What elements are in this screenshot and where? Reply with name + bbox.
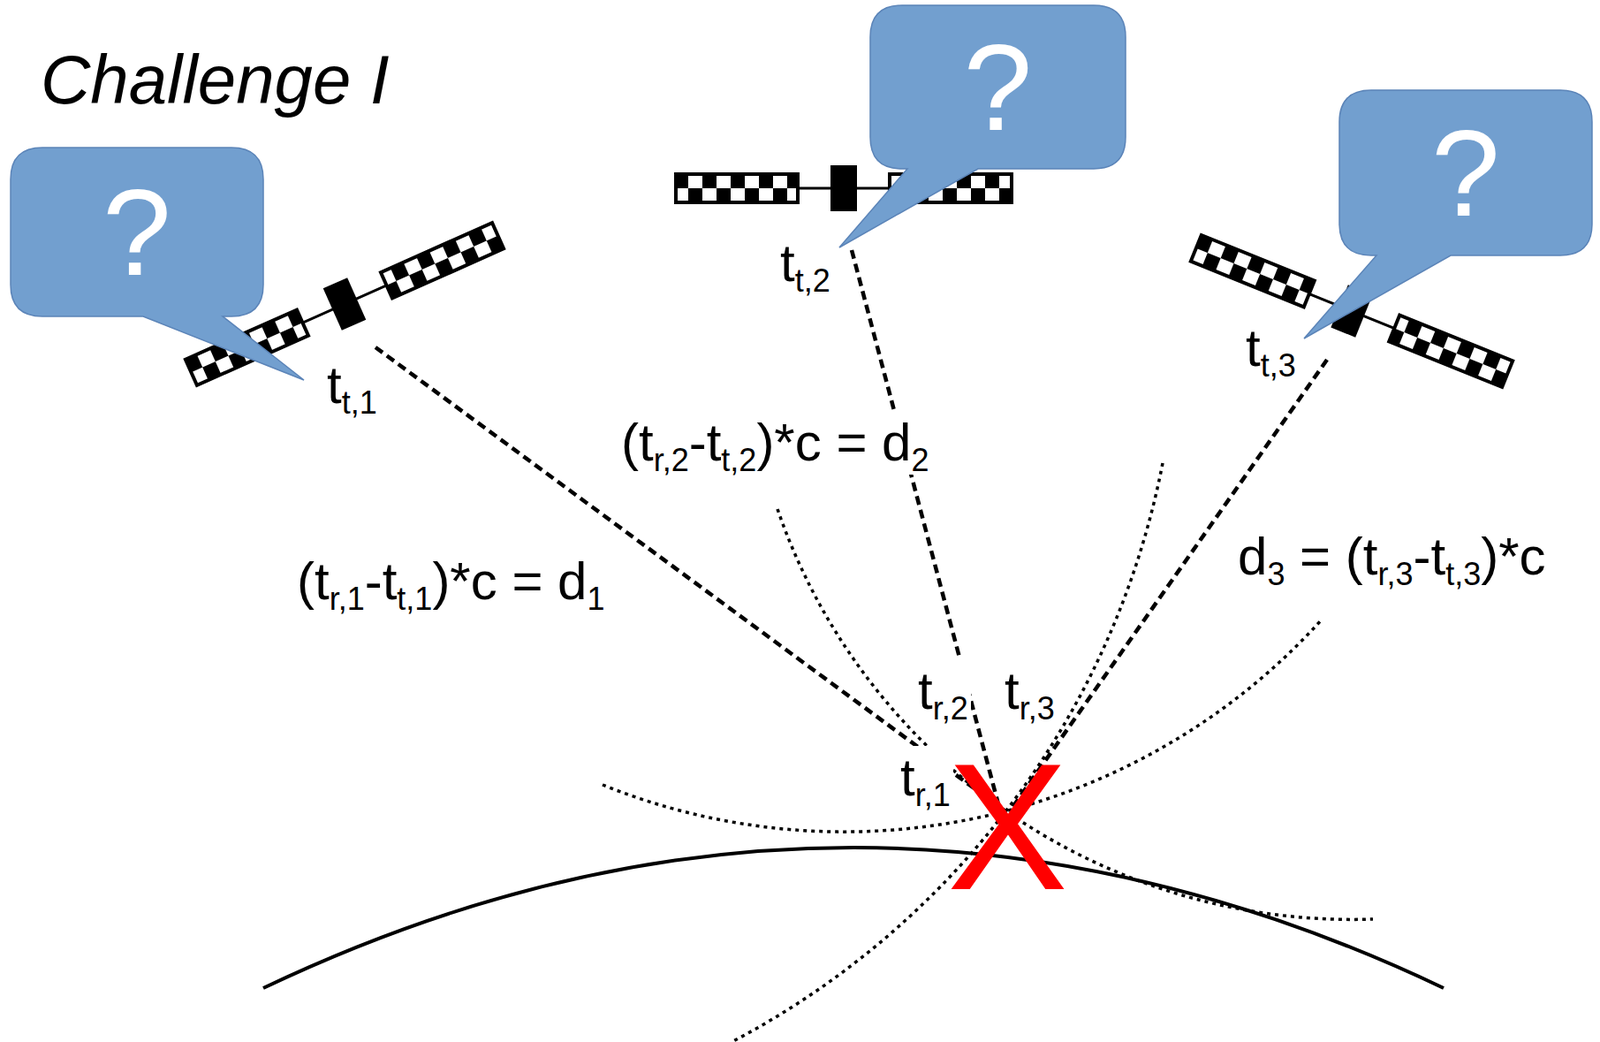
speech-bubble: ? (870, 5, 1126, 169)
bubble-text: ? (1431, 111, 1501, 236)
time-label: tr,1 (897, 745, 954, 810)
subscript: 2 (910, 441, 929, 478)
speech-bubble: ? (1339, 90, 1593, 256)
signal-path (851, 250, 999, 804)
bubble-outline (10, 147, 304, 380)
subscript: t,3 (1445, 555, 1481, 592)
position-marker: X (947, 735, 1069, 917)
range-circle (777, 508, 1373, 919)
subscript: 3 (1266, 555, 1285, 592)
time-label: tr,3 (1001, 659, 1058, 723)
subscript: r,2 (653, 441, 690, 478)
earth-surface (263, 847, 1444, 988)
bubble-text: ? (102, 170, 172, 295)
subscript: t,2 (720, 441, 757, 478)
time-label: tt,1 (324, 353, 380, 418)
equation-label: d3 = (tr,3-tt,3)*c (1235, 524, 1549, 589)
subscript: r,2 (932, 690, 969, 727)
subscript: r,3 (1377, 555, 1413, 592)
bubble-text: ? (963, 25, 1033, 150)
subscript: r,3 (1019, 690, 1055, 727)
speech-bubble: ? (10, 147, 264, 317)
subscript: t,2 (795, 262, 831, 299)
bubble-outline (1304, 90, 1593, 339)
time-label: tt,3 (1243, 316, 1299, 380)
subscript: t,1 (396, 580, 433, 617)
subscript: t,1 (341, 384, 378, 421)
diagram-title: Challenge I (40, 38, 390, 122)
time-label: tt,2 (777, 231, 834, 296)
time-label: tr,2 (915, 659, 971, 723)
subscript: 1 (586, 580, 605, 617)
range-circle (733, 462, 1163, 1041)
subscript: r,1 (329, 580, 365, 617)
equation-label: (tr,2-tt,2)*c = d2 (618, 410, 932, 475)
subscript: r,1 (915, 776, 951, 813)
bubble-outline (839, 5, 1126, 248)
subscript: t,3 (1260, 347, 1297, 384)
equation-label: (tr,1-tt,1)*c = d1 (294, 549, 607, 614)
